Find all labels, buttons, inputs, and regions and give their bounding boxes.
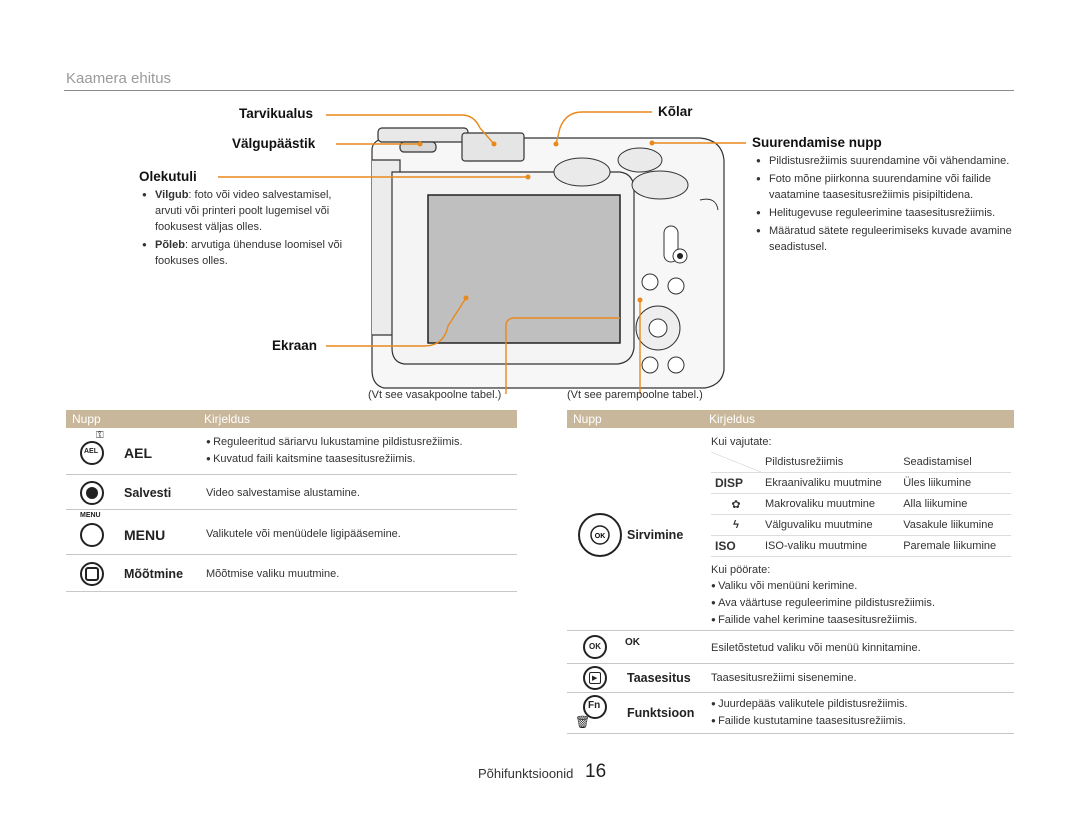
rotate-desc: Ava väärtuse reguleerimine pildistusreži… xyxy=(711,595,935,612)
sub-header: Pildistusrežiimis xyxy=(761,452,900,473)
header-button: Nupp xyxy=(72,412,101,426)
menu-icon-label: MENU xyxy=(80,512,101,519)
flash-icon: ϟ xyxy=(711,514,761,536)
header-button: Nupp xyxy=(573,412,602,426)
menu-icon xyxy=(80,523,104,547)
ael-icon: AEL xyxy=(80,441,104,465)
sub-cell: Ekraanivaliku muutmine xyxy=(761,472,900,494)
fn-icon: Fn xyxy=(583,695,607,719)
table-row-ok: OK OK Esiletõstetud valiku või menüü kin… xyxy=(567,631,1014,664)
zoom-desc-item: Pildistusrežiimis suurendamine või vähen… xyxy=(756,153,1026,169)
metering-icon xyxy=(80,562,104,586)
callout-dots xyxy=(417,140,655,303)
row-desc: Juurdepääs valikutele pildistusrežiimis. xyxy=(711,696,908,713)
button-name: AEL xyxy=(124,445,152,461)
right-table-header: Nupp Kirjeldus xyxy=(567,410,1014,428)
record-icon xyxy=(80,481,104,505)
screen-label: Ekraan xyxy=(272,338,318,353)
sub-cell: ISO-valiku muutmine xyxy=(761,535,900,557)
zoom-desc-item: Foto mõne piirkonna suurendamine või fai… xyxy=(756,171,1026,203)
playback-icon: ▶ xyxy=(583,666,607,690)
flash-release-label: Välgupäästik xyxy=(232,136,316,151)
sub-cell: Üles liikumine xyxy=(899,472,1011,494)
right-table-caption: (Vt see parempoolne tabel.) xyxy=(567,389,703,401)
table-row-playback: ▶ Taasesitus Taasesitusrežiimi sisenemin… xyxy=(567,664,1014,693)
header-description: Kirjeldus xyxy=(709,412,756,426)
status-blink-item: Vilgub: foto või video salvestamisel, ar… xyxy=(142,187,357,235)
zoom-dial xyxy=(617,147,663,173)
trash-icon: 🗑 xyxy=(575,715,591,729)
row-desc: Valikutele või menüüdele ligipääsemine. xyxy=(206,528,401,540)
footer-label: Põhifunktsioonid xyxy=(478,766,574,781)
row-desc: Esiletõstetud valiku või menüü kinnitami… xyxy=(711,642,921,654)
sub-cell: Alla liikumine xyxy=(899,493,1011,515)
button-name: MENU xyxy=(124,527,166,543)
rotate-desc: Valiku või menüüni kerimine. xyxy=(711,578,857,595)
ok-icon: OK xyxy=(583,635,607,659)
rotate-desc: Failide vahel kerimine taasesitusrežiimi… xyxy=(711,612,917,629)
zoom-desc-item: Helitugevuse reguleerimine taasesitusrež… xyxy=(756,205,1026,221)
page-number: 16 xyxy=(585,761,607,782)
table-row-function: Fn 🗑 Funktsioon Juurdepääs valikutele pi… xyxy=(567,693,1014,734)
table-row: MENU MENU Valikutele või menüüdele ligip… xyxy=(66,510,517,555)
speaker-label: Kõlar xyxy=(658,104,693,119)
disp-icon: DISP xyxy=(711,472,761,494)
zoom-desc-item: Määratud sätete reguleerimiseks kuvade a… xyxy=(756,223,1026,255)
row-desc: Mõõtmise valiku muutmine. xyxy=(206,568,340,580)
table-row-navigation: OK Sirvimine Kui vajutate: Pildistusreži… xyxy=(567,430,1014,631)
ok-symbol: OK xyxy=(625,637,640,648)
table-row: AEL ⚿ AEL Reguleeritud säriarvu lukustam… xyxy=(66,430,517,475)
button-name: Sirvimine xyxy=(627,528,684,542)
title-divider xyxy=(64,90,1014,91)
macro-icon: ✿ xyxy=(711,493,761,515)
section-title: Kaamera ehitus xyxy=(66,70,172,87)
iso-icon: ISO xyxy=(711,535,761,557)
row-desc: Video salvestamise alustamine. xyxy=(206,487,360,499)
exposure-dial xyxy=(631,170,689,200)
callout-lines xyxy=(218,111,746,394)
nav-wheel-icon: OK xyxy=(578,513,622,557)
row-desc: Taasesitusrežiimi sisenemine. xyxy=(711,672,857,684)
row-desc: Failide kustutamine taasesitusrežiimis. xyxy=(711,713,906,730)
status-on-item: Põleb: arvutiga ühenduse loomisel või fo… xyxy=(142,237,357,269)
button-name: Salvesti xyxy=(124,486,172,500)
zoom-button-label: Suurendamise nupp xyxy=(752,135,882,150)
press-label: Kui vajutate: xyxy=(711,436,772,448)
button-name: Funktsioon xyxy=(627,706,695,720)
svg-text:OK: OK xyxy=(595,533,606,540)
mode-dial xyxy=(553,157,611,187)
left-table-caption: (Vt see vasakpoolne tabel.) xyxy=(368,389,502,401)
status-lamp-label: Olekutuli xyxy=(139,169,197,184)
status-lamp-description: Vilgub: foto või video salvestamisel, ar… xyxy=(142,187,357,271)
sub-cell: Paremale liikumine xyxy=(899,535,1011,557)
left-table-header: Nupp Kirjeldus xyxy=(66,410,517,428)
header-description: Kirjeldus xyxy=(204,412,251,426)
lcd-screen xyxy=(427,194,621,344)
zoom-description: Pildistusrežiimis suurendamine või vähen… xyxy=(756,153,1026,257)
row-desc: Reguleeritud säriarvu lukustamine pildis… xyxy=(206,434,462,451)
sub-cell: Vasakule liikumine xyxy=(899,514,1011,536)
row-desc: Kuvatud faili kaitsmine taasesitusrežiim… xyxy=(206,451,415,468)
key-icon: ⚿ xyxy=(96,430,104,441)
sub-header: Seadistamisel xyxy=(899,452,1011,473)
sub-cell: Makrovaliku muutmine xyxy=(761,493,900,515)
button-name: Taasesitus xyxy=(627,671,691,685)
table-row: Mõõtmine Mõõtmise valiku muutmine. xyxy=(66,555,517,592)
button-name: Mõõtmine xyxy=(124,567,184,581)
accessory-shoe-label: Tarvikualus xyxy=(239,106,314,121)
rotate-label: Kui pöörate: xyxy=(711,564,771,576)
table-row: Salvesti Video salvestamise alustamine. xyxy=(66,475,517,510)
sub-cell: Välguvaliku muutmine xyxy=(761,514,900,536)
